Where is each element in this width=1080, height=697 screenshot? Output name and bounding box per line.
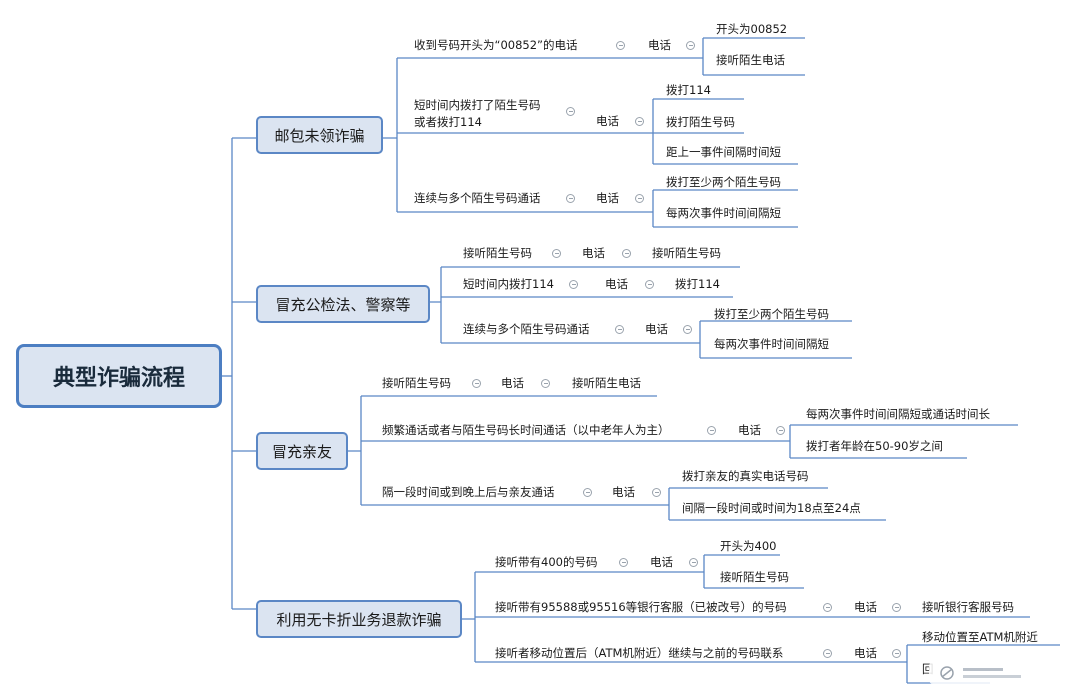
item-label: 接听陌生号码	[463, 246, 532, 260]
collapse-icon[interactable]	[615, 325, 624, 334]
item-label: 短时间内拨打114	[463, 277, 554, 291]
leaf-label: 拨打至少两个陌生号码	[714, 307, 829, 321]
leaf-label: 回	[922, 662, 934, 676]
collapse-icon[interactable]	[635, 194, 644, 203]
branch-node-parcel-scam[interactable]: 邮包未领诈骗	[256, 116, 383, 154]
leaf-label: 开头为400	[720, 539, 777, 553]
item-label: 短时间内拨打了陌生号码 或者拨打114	[414, 98, 541, 129]
collapse-icon[interactable]	[635, 117, 644, 126]
item-mid: 电话	[501, 376, 524, 390]
item-mid: 电话	[648, 38, 671, 52]
item-label: 连续与多个陌生号码通话	[463, 322, 590, 336]
collapse-icon[interactable]	[583, 488, 592, 497]
collapse-icon[interactable]	[622, 249, 631, 258]
branch-node-refund-scam[interactable]: 利用无卡折业务退款诈骗	[256, 600, 462, 638]
item-label: 收到号码开头为“00852”的电话	[414, 38, 578, 52]
collapse-icon[interactable]	[566, 107, 575, 116]
item-label: 连续与多个陌生号码通话	[414, 191, 541, 205]
item-mid: 电话	[605, 277, 628, 291]
item-mid: 电话	[582, 246, 605, 260]
collapse-icon[interactable]	[707, 426, 716, 435]
watermark-logo	[929, 662, 1057, 684]
item-label: 接听陌生号码	[382, 376, 451, 390]
leaf-label: 间隔一段时间或时间为18点至24点	[682, 501, 861, 515]
collapse-icon[interactable]	[541, 379, 550, 388]
item-mid: 电话	[596, 114, 619, 128]
collapse-icon[interactable]	[892, 649, 901, 658]
leaf-label: 拨打114	[675, 277, 720, 291]
collapse-icon[interactable]	[619, 558, 628, 567]
leaf-label: 开头为00852	[716, 22, 788, 36]
collapse-icon[interactable]	[566, 194, 575, 203]
item-mid: 电话	[612, 485, 635, 499]
collapse-icon[interactable]	[569, 280, 578, 289]
leaf-label: 拨打陌生号码	[666, 115, 735, 129]
collapse-icon[interactable]	[616, 41, 625, 50]
collapse-icon[interactable]	[652, 488, 661, 497]
collapse-icon[interactable]	[823, 603, 832, 612]
item-mid: 电话	[645, 322, 668, 336]
branch-node-impersonate-relatives[interactable]: 冒充亲友	[256, 432, 348, 470]
item-label: 频繁通话或者与陌生号码长时间通话（以中老年人为主）	[382, 423, 670, 437]
leaf-label: 拨打至少两个陌生号码	[666, 175, 781, 189]
item-label: 接听带有95588或95516等银行客服（已被改号）的号码	[495, 600, 787, 614]
item-label: 接听带有400的号码	[495, 555, 598, 569]
leaf-label: 接听陌生号码	[720, 570, 789, 584]
leaf-label: 接听银行客服号码	[922, 600, 1014, 614]
collapse-icon[interactable]	[892, 603, 901, 612]
leaf-label: 每两次事件时间间隔短	[714, 337, 829, 351]
item-mid: 电话	[596, 191, 619, 205]
root-node[interactable]: 典型诈骗流程	[16, 344, 222, 408]
leaf-label: 距上一事件间隔时间短	[666, 145, 781, 159]
leaf-label: 拨打114	[666, 83, 711, 97]
item-mid: 电话	[854, 600, 877, 614]
item-mid: 电话	[650, 555, 673, 569]
collapse-icon[interactable]	[552, 249, 561, 258]
leaf-label: 移动位置至ATM机附近	[922, 630, 1038, 644]
branch-node-impersonate-police[interactable]: 冒充公检法、警察等	[256, 285, 430, 323]
leaf-label: 每两次事件时间间隔短	[666, 206, 781, 220]
collapse-icon[interactable]	[776, 426, 785, 435]
collapse-icon[interactable]	[472, 379, 481, 388]
collapse-icon[interactable]	[683, 325, 692, 334]
item-label: 接听者移动位置后（ATM机附近）继续与之前的号码联系	[495, 646, 784, 660]
leaf-label: 接听陌生号码	[652, 246, 721, 260]
collapse-icon[interactable]	[823, 649, 832, 658]
item-label: 隔一段时间或到晚上后与亲友通话	[382, 485, 555, 499]
leaf-label: 接听陌生电话	[716, 53, 785, 67]
collapse-icon[interactable]	[689, 558, 698, 567]
leaf-label: 每两次事件时间间隔短或通话时间长	[806, 407, 990, 421]
leaf-label: 接听陌生电话	[572, 376, 641, 390]
item-mid: 电话	[738, 423, 761, 437]
collapse-icon[interactable]	[686, 41, 695, 50]
leaf-label: 拨打者年龄在50-90岁之间	[806, 439, 943, 453]
collapse-icon[interactable]	[645, 280, 654, 289]
leaf-label: 拨打亲友的真实电话号码	[682, 469, 809, 483]
item-mid: 电话	[854, 646, 877, 660]
